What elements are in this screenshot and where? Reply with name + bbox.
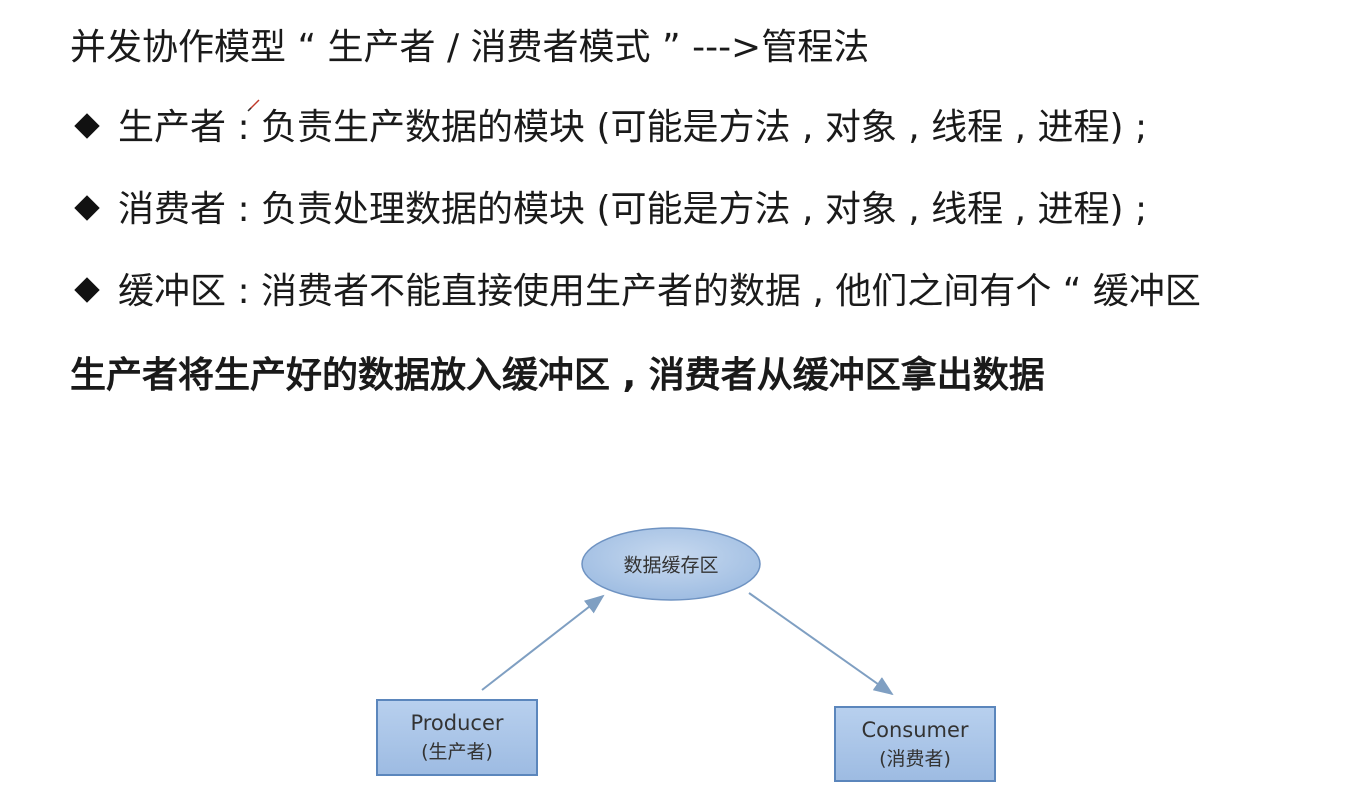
- consumer-name: Consumer: [861, 718, 968, 742]
- consumer-node: Consumer (消费者): [834, 706, 996, 782]
- bullet-label: 消费者: [118, 189, 227, 230]
- slide-title: 并发协作模型 “ 生产者 / 消费者模式 ” --->管程法: [70, 27, 870, 68]
- summary-line: 生产者将生产好的数据放入缓冲区 , 消费者从缓冲区拿出数据: [70, 355, 1045, 396]
- bullet-text: 负责生产数据的模块 (可能是方法 , 对象 , 线程 , 进程) ;: [261, 107, 1148, 148]
- producer-sub: (生产者): [421, 741, 493, 763]
- consumer-sub: (消费者): [879, 748, 951, 770]
- bullet-separator: :: [226, 107, 262, 148]
- buffer-label: 数据缓存区: [623, 555, 718, 577]
- bullet-buffer: 缓冲区 : 消费者不能直接使用生产者的数据 , 他们之间有个 “ 缓冲区: [72, 266, 1201, 318]
- arrow-producer-to-buffer: [481, 594, 605, 691]
- buffer-node: 数据缓存区: [581, 527, 761, 601]
- bullet-consumer: 消费者 : 负责处理数据的模块 (可能是方法 , 对象 , 线程 , 进程) ;: [72, 184, 1147, 236]
- bullet-text: 负责处理数据的模块 (可能是方法 , 对象 , 线程 , 进程) ;: [261, 189, 1148, 230]
- bullet-label: 生产者: [118, 107, 227, 148]
- arrow-buffer-to-consumer: [748, 592, 894, 696]
- bullet-separator: :: [226, 271, 262, 312]
- bullet-text: 消费者不能直接使用生产者的数据 , 他们之间有个 “ 缓冲区: [261, 271, 1201, 312]
- bullet-separator: :: [226, 189, 262, 230]
- bullet-label: 缓冲区: [118, 271, 227, 312]
- producer-name: Producer: [410, 711, 503, 735]
- producer-node: Producer (生产者): [376, 699, 538, 776]
- pen-cursor-icon: [247, 99, 260, 112]
- bullet-producer: 生产者 : 负责生产数据的模块 (可能是方法 , 对象 , 线程 , 进程) ;: [72, 102, 1147, 154]
